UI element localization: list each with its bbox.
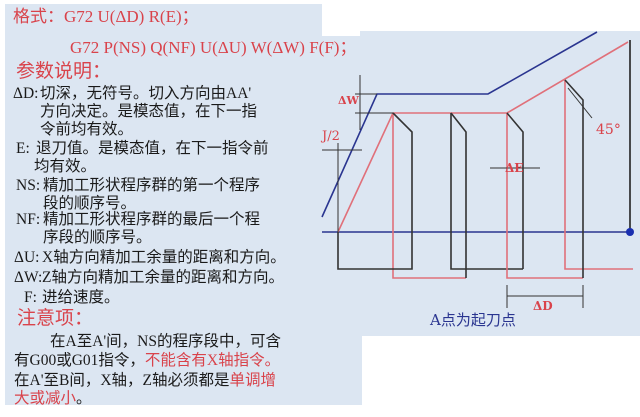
param-text: 段的顺序号。 [43,195,137,212]
text-panel-edge [322,36,362,405]
param-text: 均有效。 [34,158,97,175]
param-text: 退刀值。是模态值，在下一指令前 [36,140,269,157]
note-highlight: 大或减小 [14,390,77,407]
param-key-ns: NS: [16,177,41,194]
param-key-dd: ΔD: [13,85,39,102]
param-key-e: E: [16,140,30,157]
param-key-f: F: [24,289,37,306]
param-key-du: ΔU: [14,249,40,266]
param-text: 切深，无符号。切入方向由AA' [40,85,252,102]
param-text: 序段的顺序号。 [43,229,152,246]
note-text: 。 [76,390,92,407]
pass-4-red [564,80,633,270]
param-text: 进给速度。 [42,289,120,306]
dw-label: ΔW [338,94,360,107]
note-text: 有G00或G01指令， [14,352,145,369]
note-text: 在A至A'间，NS的程序段中，可含 [50,333,281,350]
param-text: Z轴方向精加工余量的距离和方向。 [42,269,284,286]
pass-1-red [392,113,466,279]
param-key-nf: NF: [16,211,41,228]
pass-4-dark [564,79,584,278]
params-title: 参数说明： [16,61,112,82]
note-text: 大或减小。 [14,390,92,408]
red-profile [337,41,629,233]
u2-label: J/2 [320,129,340,144]
note-text: 在A'至B间，X轴，Z轴必须都是单调增 [14,372,276,390]
param-text: 精加工形状程序群的第一个程序 [43,177,261,194]
note-highlight: 单调增 [229,372,277,389]
note-text: 在A'至B间，X轴，Z轴必须都是 [14,372,230,389]
note-text: 有G00或G01指令，不能含有X轴指令。 [14,352,280,370]
angle-leader [567,87,593,119]
pass-3-dark [506,112,524,269]
note-highlight: 不能含有X轴指令。 [144,352,281,369]
pass-2-dark [450,113,523,270]
param-text: X轴方向精加工余量的距离和方向。 [42,249,286,266]
param-text: 精加工形状程序群的最后一个程 [43,211,261,228]
de-label: ΔE [505,161,523,175]
param-text: 方向决定。是模态值，在下一指 [40,103,258,120]
pass-2-dark-b [450,112,467,278]
notes-title: 注意项： [17,308,94,329]
format-line-1: 格式：G72 U(ΔD) R(E)； [13,7,199,26]
diagram-panel [360,31,640,336]
pass-1-dark [337,112,413,270]
text-panel [5,4,322,405]
pass-3-red [506,113,583,279]
diagram-caption: A点为起刀点 [429,311,516,329]
dd-label: ΔD [533,299,553,313]
param-text: 令前均有效。 [40,121,134,138]
blue-stock-outline [321,31,598,218]
param-key-dw: ΔW: [14,269,43,286]
format-line-2: G72 P(NS) Q(NF) U(ΔU) W(ΔW) F(F)； [70,38,357,57]
start-point-a [626,228,634,236]
angle-label: 45° [596,122,621,138]
